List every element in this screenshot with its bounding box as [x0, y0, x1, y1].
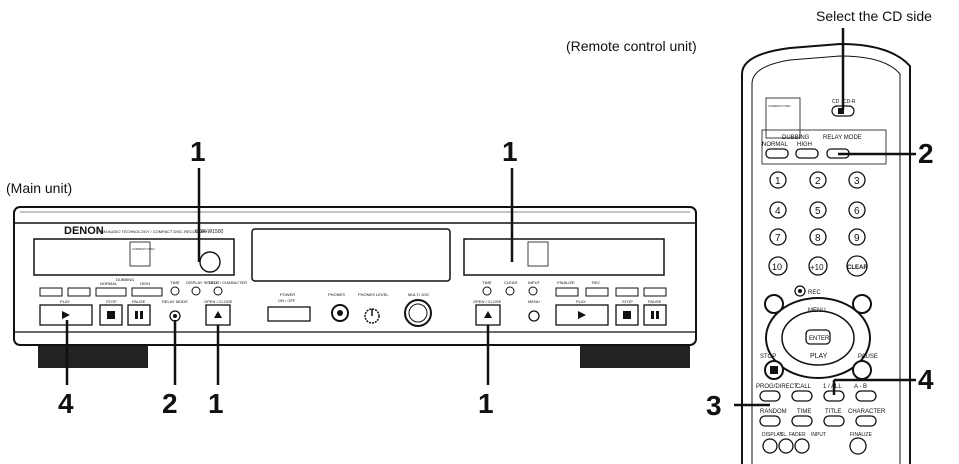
remote-finalize-label: FINALIZE [850, 432, 873, 438]
label-time-right: TIME [482, 280, 492, 285]
remote-cd-switch-cdr: CD-R [843, 99, 856, 105]
remote-nav-cluster: ENTER MENU PLAY STOP PAUSE [760, 294, 878, 380]
label-rec-main: REC [592, 280, 601, 285]
model-number: CDR-W1500 [195, 229, 224, 235]
remote-display-label: DISPLAY [762, 432, 783, 438]
key-1: 1 [775, 176, 781, 187]
remote-1-all-label: 1 / ALL [823, 384, 842, 390]
key-3: 3 [854, 176, 860, 187]
remote-play-label: PLAY [810, 353, 828, 360]
key-9: 9 [854, 233, 860, 244]
key-4: 4 [775, 206, 781, 217]
label-time-left: TIME [170, 280, 180, 285]
remote-a-b-label: A - B [854, 384, 867, 390]
remote-character-label: CHARACTER [848, 409, 886, 415]
remote-input-label: INPUT [811, 432, 826, 438]
main-unit: COMPACT DISC DENON PCM AUDIO TECHNOLOGY … [13, 206, 697, 368]
label-menu: MENU [528, 299, 540, 304]
label-relay-mode: RELAY MODE [162, 299, 188, 304]
callout-2-remote-relay: 2 [918, 138, 934, 169]
brand-logo: DENON [64, 225, 104, 237]
key-clear: CLEAR [847, 265, 868, 271]
remote-cd-switch-cd: CD [832, 99, 840, 105]
callout-1-open-close-left: 1 [208, 388, 224, 419]
label-clear-right: CLEAR [504, 280, 517, 285]
label-finalize: FINALIZE [557, 280, 575, 285]
key-10: 10 [772, 262, 782, 272]
remote-prog-direct-label: PROG/DIRECT [756, 384, 798, 390]
label-power: POWER [280, 292, 295, 297]
remote-call-label: CALL [796, 384, 812, 390]
remote-control: COMPACT DISC CD CD-R DUBBING RELAY MODE … [741, 42, 911, 464]
label-dubbing: DUBBING [116, 277, 134, 282]
label-open-close-right: OPEN / CLOSE [473, 299, 502, 304]
label-display-select: DISPLAY SELECT [186, 280, 220, 285]
callout-4-remote-1all: 4 [918, 364, 934, 395]
label-pause-left: PAUSE [132, 299, 146, 304]
remote-stop-label: STOP [760, 354, 776, 360]
remote-relay-mode-label: RELAY MODE [823, 135, 862, 141]
main-callout-lines [65, 168, 514, 385]
remote-high-label: HIGH [797, 142, 812, 148]
remote-menu-label: MENU [808, 308, 826, 314]
label-normal: NORMAL [100, 281, 118, 286]
remote-title-label: TITLE [825, 409, 841, 415]
remote-enter-label: ENTER [809, 336, 830, 342]
label-play-left: PLAY [60, 299, 70, 304]
callout-1-left-tray: 1 [190, 136, 206, 167]
key-6: 6 [854, 206, 860, 217]
remote-dubbing-label: DUBBING [782, 135, 810, 141]
key-8: 8 [815, 233, 821, 244]
key-7: 7 [775, 233, 781, 244]
select-cd-side-caption: Select the CD side [816, 8, 932, 24]
key-5: 5 [815, 206, 821, 217]
label-phones-level: PHONES LEVEL [358, 292, 389, 297]
remote-sl-fader-label: SL. FADER [780, 432, 806, 438]
remote-control-caption: (Remote control unit) [566, 38, 697, 54]
remote-time-label: TIME [797, 409, 811, 415]
key-2: 2 [815, 176, 821, 187]
label-title-character: TITLE / CHARACTER [208, 280, 247, 285]
label-open-close-left: OPEN / CLOSE [204, 299, 233, 304]
label-high: HIGH [140, 281, 150, 286]
label-multi-jog: MULTI JOG [408, 292, 429, 297]
remote-rec-label: REC [808, 290, 821, 296]
brand-tagline: PCM AUDIO TECHNOLOGY / COMPACT DISC RECO… [98, 229, 207, 234]
label-pause-right: PAUSE [648, 299, 662, 304]
label-stop-left: STOP [106, 299, 117, 304]
callout-1-right-tray: 1 [502, 136, 518, 167]
remote-disc-logo: COMPACT DISC [768, 104, 792, 108]
label-play-right: PLAY [576, 299, 586, 304]
main-unit-caption: (Main unit) [6, 180, 73, 196]
callout-4-play: 4 [58, 388, 74, 419]
remote-callout-lines [734, 28, 916, 407]
label-input-right: INPUT [528, 280, 541, 285]
remote-numeric-keys: 1 2 3 4 5 6 7 8 9 10 +10 CLEAR [768, 171, 868, 277]
remote-random-label: RANDOM [760, 409, 787, 415]
key-plus10: +10 [810, 263, 824, 272]
label-on-off: ON / OFF [278, 298, 296, 303]
callout-3-remote-prog: 3 [706, 390, 722, 421]
remote-normal-label: NORMAL [762, 142, 788, 148]
main-disc-logo-left: COMPACT DISC [132, 247, 156, 251]
callout-1-open-close-right: 1 [478, 388, 494, 419]
remote-pause-label: PAUSE [858, 354, 878, 360]
label-phones: PHONES [328, 292, 345, 297]
callout-2-relay-mode: 2 [162, 388, 178, 419]
label-stop-right: STOP [622, 299, 633, 304]
